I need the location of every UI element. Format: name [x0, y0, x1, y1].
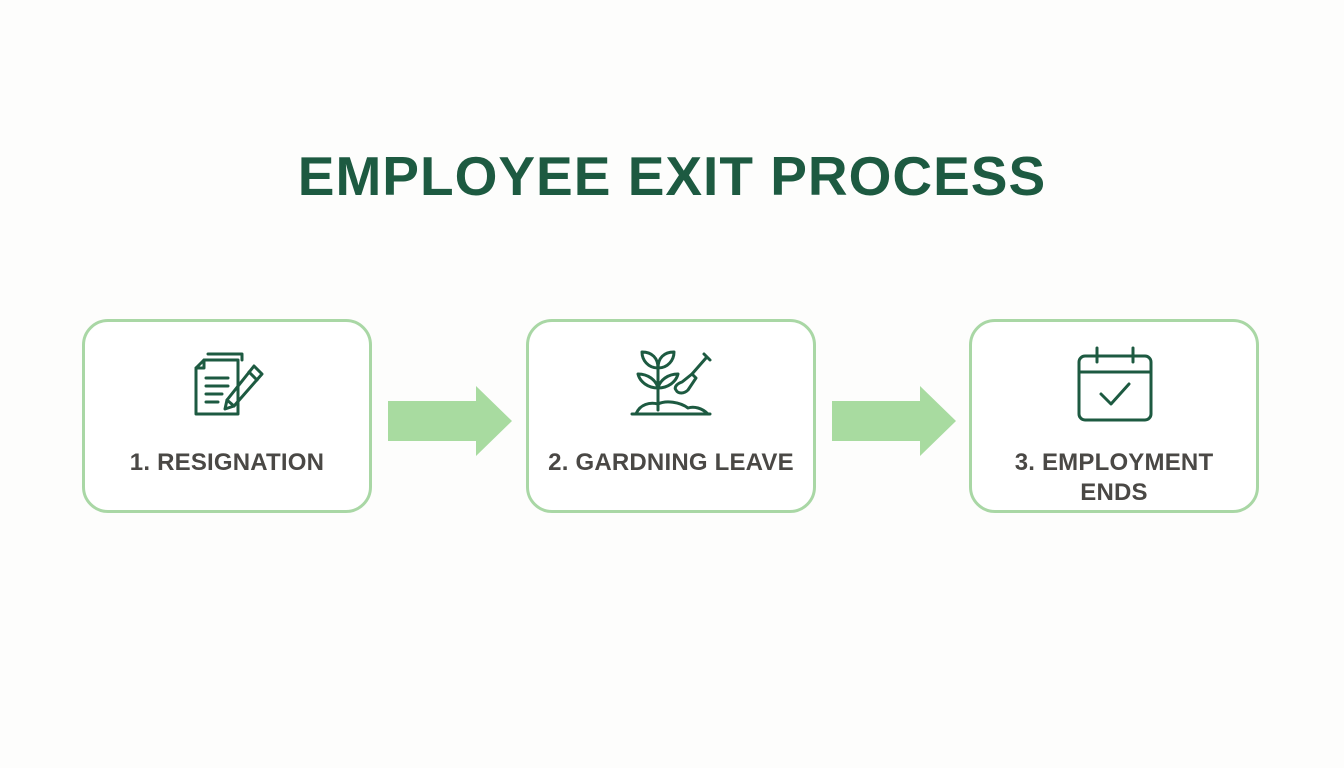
step-label: 2. GARDNING LEAVE [548, 449, 794, 476]
calendar-check-icon [1069, 344, 1159, 424]
step-label: 1. RESIGNATION [129, 449, 325, 476]
step-card-gardening-leave: 2. GARDNING LEAVE [526, 319, 816, 513]
step-card-employment-ends: 3. EMPLOYMENT ENDS [969, 319, 1259, 513]
plant-trowel-icon [626, 344, 716, 424]
page-title: EMPLOYEE EXIT PROCESS [297, 145, 1047, 207]
step-card-resignation: 1. RESIGNATION [82, 319, 372, 513]
flow-arrow-right-icon [388, 386, 512, 456]
step-label: 3. EMPLOYMENT ENDS [1014, 449, 1214, 506]
document-pen-icon [182, 344, 272, 424]
flow-arrow-right-icon [832, 386, 956, 456]
